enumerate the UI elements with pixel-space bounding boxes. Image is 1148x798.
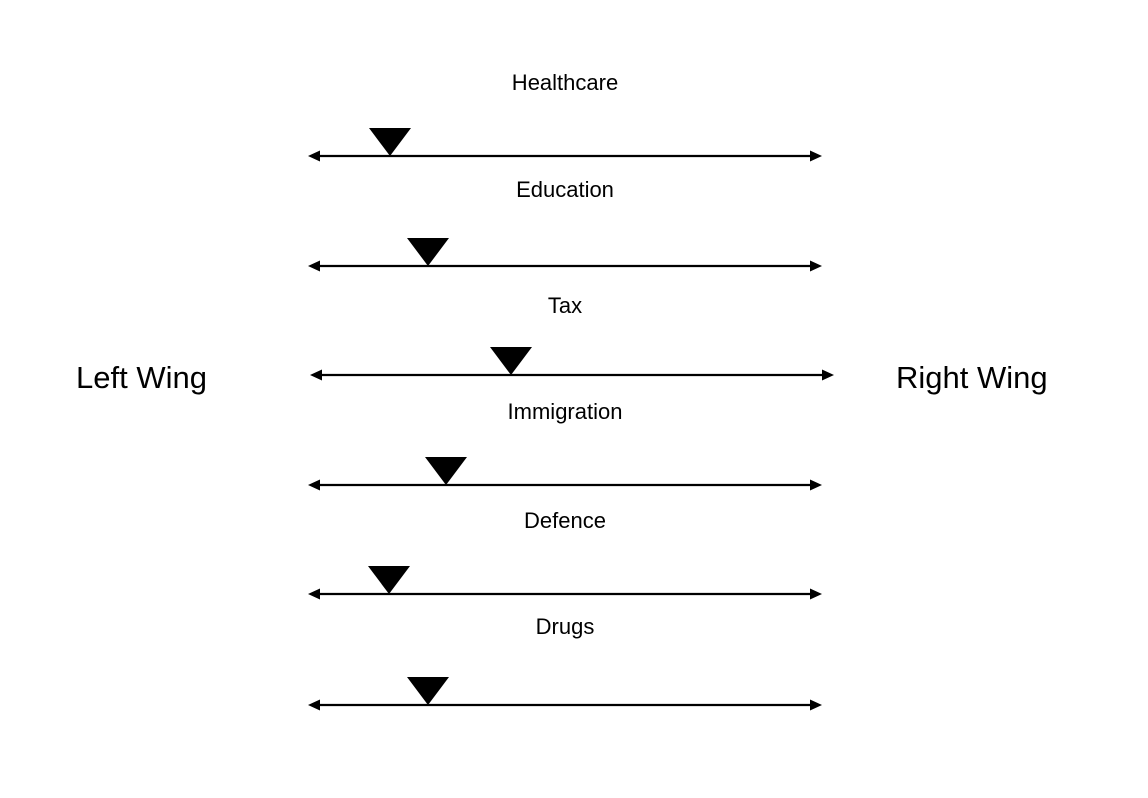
arrowhead-left-tax <box>310 369 322 381</box>
position-marker-healthcare[interactable] <box>369 128 411 156</box>
arrowhead-right-drugs <box>810 699 822 711</box>
arrowhead-left-healthcare <box>308 150 320 162</box>
position-marker-education[interactable] <box>407 238 449 266</box>
arrowhead-right-healthcare <box>810 150 822 162</box>
arrowhead-left-immigration <box>308 479 320 491</box>
arrowhead-left-education <box>308 260 320 272</box>
scale-label-tax: Tax <box>547 293 583 318</box>
arrowhead-right-education <box>810 260 822 272</box>
scale-label-drugs: Drugs <box>535 614 595 639</box>
arrowhead-right-tax <box>822 369 834 381</box>
scale-label-defence: Defence <box>524 508 606 533</box>
left-wing-label: Left Wing <box>76 360 207 395</box>
arrowhead-right-defence <box>810 588 822 600</box>
scale-label-healthcare: Healthcare <box>511 70 619 95</box>
right-wing-label: Right Wing <box>896 360 1048 395</box>
position-marker-immigration[interactable] <box>425 457 467 485</box>
arrowhead-left-drugs <box>308 699 320 711</box>
scale-label-education: Education <box>516 177 614 202</box>
arrowhead-left-defence <box>308 588 320 600</box>
position-marker-drugs[interactable] <box>407 677 449 705</box>
scale-label-immigration: Immigration <box>507 399 623 424</box>
arrowhead-right-immigration <box>810 479 822 491</box>
position-marker-tax[interactable] <box>490 347 532 375</box>
position-marker-defence[interactable] <box>368 566 410 594</box>
